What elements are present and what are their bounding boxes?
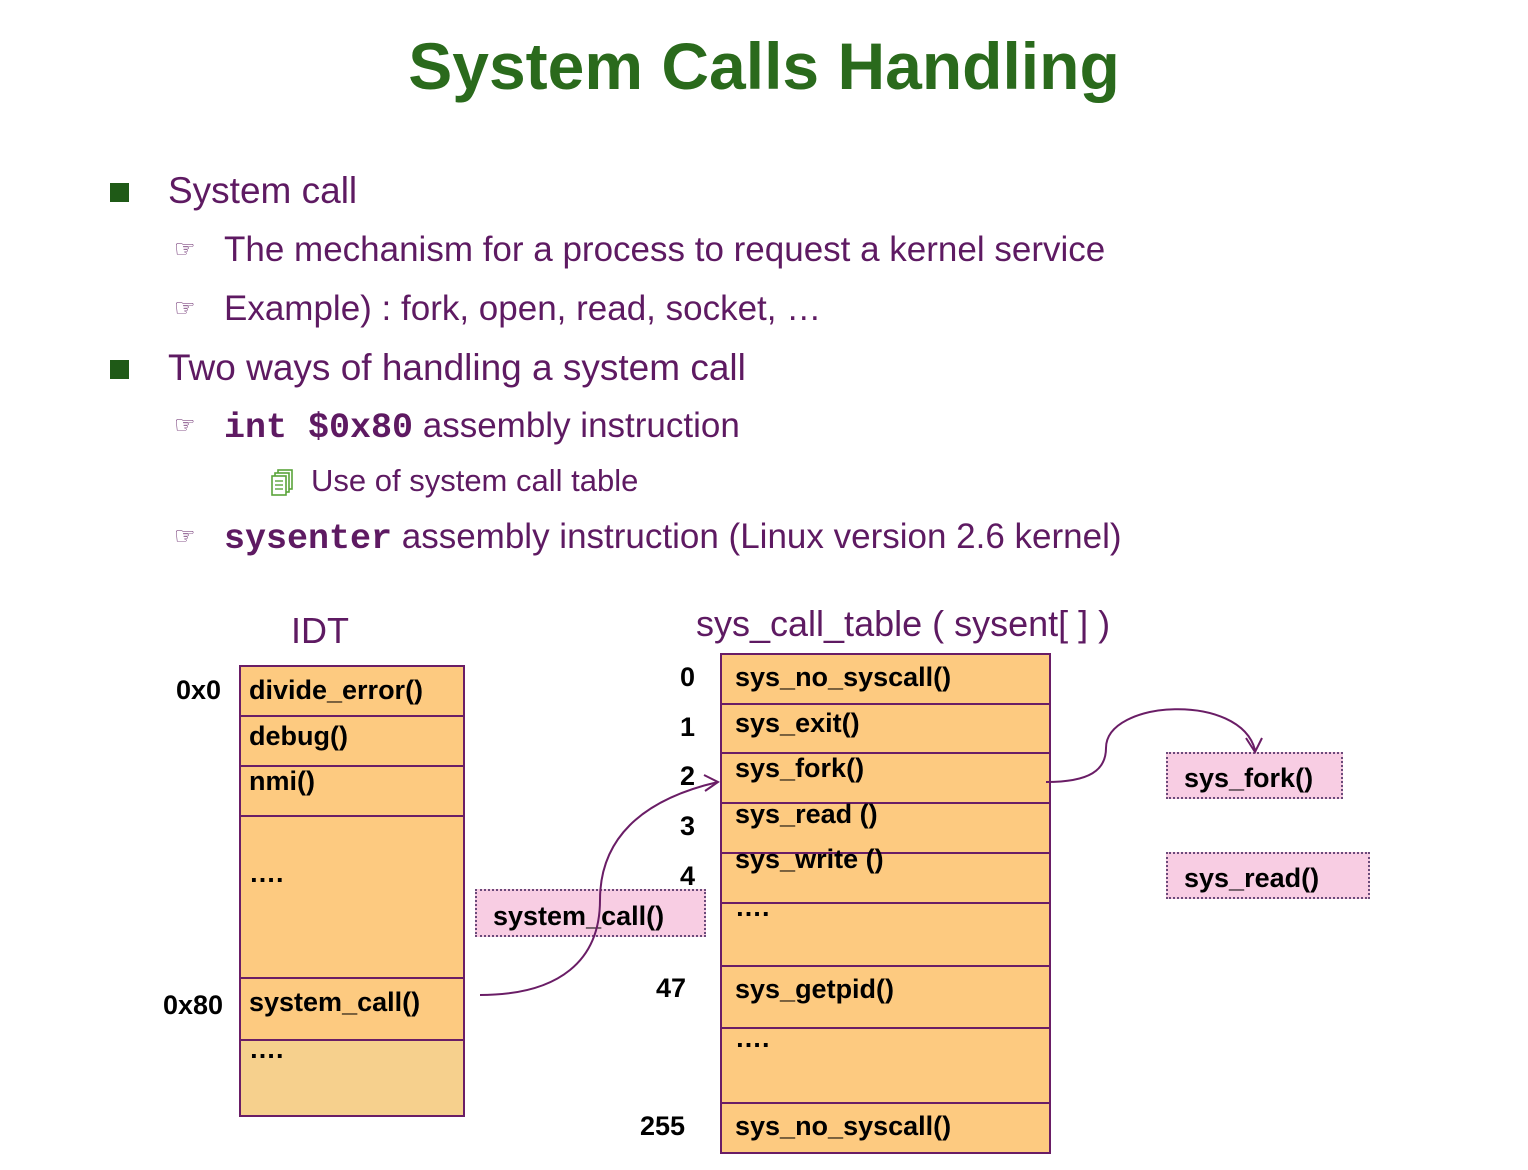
document-stack-icon xyxy=(271,469,293,496)
sys-read-handler-box: sys_read() xyxy=(1166,852,1370,899)
sys-call-row xyxy=(722,967,1049,1029)
sys-call-entry-label: sys_read () xyxy=(735,799,878,829)
idt-row xyxy=(241,817,463,979)
sys-call-index: 3 xyxy=(680,811,696,841)
sys-call-row xyxy=(722,1029,1049,1104)
sys-call-entry-label: sys_no_syscall() xyxy=(735,662,952,692)
int80-text: assembly instruction xyxy=(413,406,740,445)
system-call-handler-box: system_call() xyxy=(475,889,706,937)
square-bullet-icon xyxy=(110,360,129,379)
idt-row xyxy=(241,667,463,717)
idt-entry-label: …. xyxy=(249,858,284,888)
sys-call-row xyxy=(722,705,1049,754)
sys-call-index: 2 xyxy=(680,761,696,791)
idt-row xyxy=(241,979,463,1041)
sys-call-row xyxy=(722,804,1049,854)
sys-call-entry-label: sys_exit() xyxy=(735,708,860,738)
idt-table xyxy=(239,665,465,1117)
sys-fork-handler-box: sys_fork() xyxy=(1166,752,1343,799)
arrow-table-to-fork xyxy=(1045,708,1256,783)
sys-call-index: 0 xyxy=(680,662,696,692)
arrow-idt-to-table xyxy=(479,781,719,996)
idt-row xyxy=(241,767,463,817)
sys-call-index: 47 xyxy=(656,973,687,1003)
arrowhead xyxy=(703,774,720,792)
sub-bullet-int80: int $0x80 assembly instruction xyxy=(224,406,740,448)
sysenter-text: assembly instruction (Linux version 2.6 … xyxy=(392,517,1122,556)
sys-call-row xyxy=(722,754,1049,804)
sub-bullet-mechanism: The mechanism for a process to request a… xyxy=(224,230,1106,269)
sys-call-entry-label: sys_write () xyxy=(735,844,884,874)
pointing-hand-icon: ☞ xyxy=(174,236,196,263)
sub-bullet-sysenter: sysenter assembly instruction (Linux ver… xyxy=(224,517,1122,559)
sys-call-row xyxy=(722,655,1049,705)
sys-call-table-title: sys_call_table ( sysent[ ] ) xyxy=(696,603,1111,644)
idt-entry-label: …. xyxy=(249,1034,284,1064)
idt-entry-label: debug() xyxy=(249,721,348,751)
code-sysenter: sysenter xyxy=(224,519,393,559)
sys-call-entry-label: sys_fork() xyxy=(735,753,865,783)
code-int80: int $0x80 xyxy=(224,408,414,448)
arrowhead xyxy=(1245,737,1263,755)
idt-entry-label: system_call() xyxy=(249,987,421,1017)
sys-call-index: 255 xyxy=(640,1111,686,1141)
bullet-two-ways: Two ways of handling a system call xyxy=(168,347,746,388)
pointing-hand-icon: ☞ xyxy=(174,295,196,322)
bullet-system-call: System call xyxy=(168,170,358,211)
sys-call-entry-label: …. xyxy=(735,892,770,922)
idt-entry-label: nmi() xyxy=(249,766,315,796)
idt-row xyxy=(241,717,463,767)
idt-index: 0x0 xyxy=(176,675,222,705)
slide-title: System Calls Handling xyxy=(408,29,1120,103)
idt-entry-label: divide_error() xyxy=(249,675,424,705)
sys-call-entry-label: sys_getpid() xyxy=(735,974,895,1004)
sys-call-row xyxy=(722,904,1049,967)
sys-call-table xyxy=(720,653,1051,1154)
idt-row xyxy=(241,1041,463,1115)
pointing-hand-icon: ☞ xyxy=(174,523,196,550)
idt-index: 0x80 xyxy=(163,990,224,1020)
square-bullet-icon xyxy=(110,183,129,202)
sub-sub-bullet-table: Use of system call table xyxy=(311,463,639,498)
idt-title: IDT xyxy=(291,610,349,651)
sub-bullet-example: Example) : fork, open, read, socket, … xyxy=(224,289,822,328)
sys-call-entry-label: sys_no_syscall() xyxy=(735,1111,952,1141)
sys-call-row xyxy=(722,854,1049,904)
sys-call-index: 4 xyxy=(680,861,696,891)
sys-call-index: 1 xyxy=(680,712,696,742)
pointing-hand-icon: ☞ xyxy=(174,412,196,439)
sys-call-entry-label: …. xyxy=(735,1023,770,1053)
